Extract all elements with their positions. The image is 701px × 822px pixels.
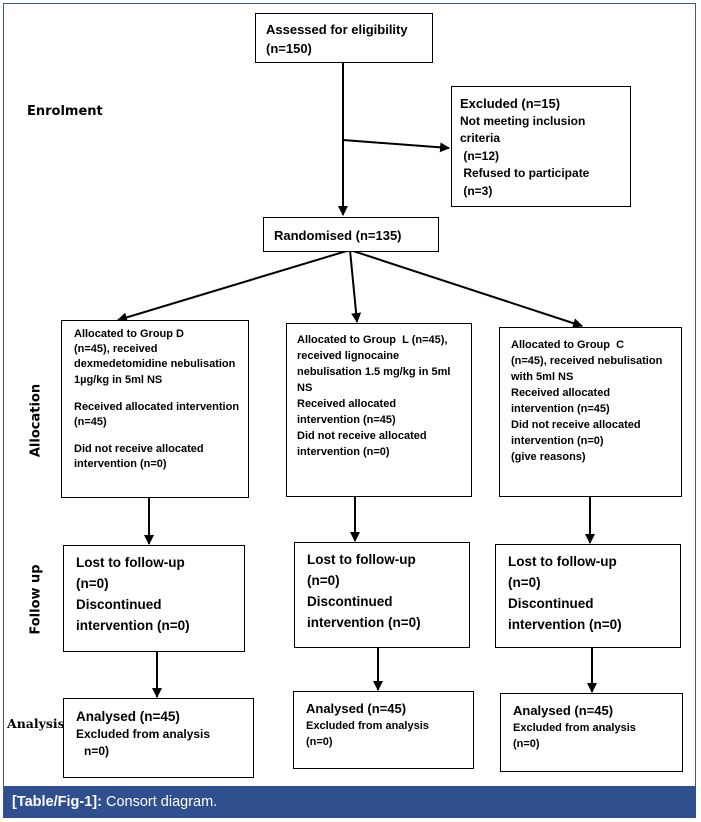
arrow-to-group-l bbox=[349, 249, 362, 323]
group-c-excluded-label: Excluded from analysis bbox=[513, 722, 636, 734]
group-d-alloc-spacer-1 bbox=[74, 388, 236, 400]
group-l-alloc-line-2: received lignocaine bbox=[297, 350, 400, 362]
group-d-alloc-line-1: Allocated to Group D bbox=[74, 328, 184, 340]
group-d-lost-count: (n=0) bbox=[76, 576, 109, 591]
group-d-alloc-line-2: (n=45), received bbox=[74, 343, 158, 356]
group-c-lost-label: Lost to follow-up bbox=[508, 554, 617, 569]
group-c-alloc-line-3: with 5ml NS bbox=[511, 371, 574, 383]
followup-box-group-d: Lost to follow-up (n=0) Discontinued int… bbox=[63, 545, 245, 652]
group-d-analysed-label: Analysed (n=45) bbox=[76, 709, 180, 724]
group-c-alloc-line-7: intervention (n=0) bbox=[511, 435, 604, 447]
caption-label: [Table/Fig-1]: bbox=[12, 794, 102, 810]
group-c-alloc-line-5: intervention (n=45) bbox=[511, 403, 610, 415]
stage-label-analysis: Analysis bbox=[7, 716, 65, 731]
group-d-alloc-line-9: Did not receive allocated bbox=[74, 443, 204, 456]
group-l-alloc-line-8: intervention (n=0) bbox=[297, 446, 390, 458]
group-c-lost-count: (n=0) bbox=[508, 575, 541, 590]
group-l-alloc-line-3: nebulisation 1.5 mg/kg in 5ml bbox=[297, 366, 451, 378]
allocation-box-group-d: Allocated to Group D (n=45), received de… bbox=[61, 320, 249, 498]
group-d-alloc-line-10: intervention (n=0) bbox=[74, 458, 167, 471]
group-l-excluded-count: (n=0) bbox=[306, 736, 333, 748]
arrow-to-group-c bbox=[349, 249, 583, 328]
group-l-excluded-label: Excluded from analysis bbox=[306, 720, 429, 732]
group-d-lost-label: Lost to follow-up bbox=[76, 555, 185, 570]
excluded-line-3: (n=12) bbox=[460, 148, 500, 163]
arrow-to-group-d bbox=[117, 249, 351, 323]
group-d-alloc-spacer-2 bbox=[74, 430, 236, 442]
group-d-discontinued-label: Discontinued bbox=[76, 597, 162, 612]
assessed-count: (n=150) bbox=[266, 41, 312, 56]
randomised-box: Randomised (n=135) bbox=[263, 217, 439, 252]
group-d-excluded-label: Excluded from analysis bbox=[76, 727, 211, 741]
group-l-analysed-label: Analysed (n=45) bbox=[306, 701, 407, 716]
group-c-alloc-line-8: (give reasons) bbox=[511, 451, 586, 463]
excluded-line-2: criteria bbox=[460, 131, 501, 145]
allocation-box-group-c: Allocated to Group C (n=45), received ne… bbox=[499, 327, 682, 497]
group-c-alloc-line-1: Allocated to Group C bbox=[511, 339, 625, 351]
group-l-lost-count: (n=0) bbox=[307, 573, 340, 588]
followup-box-group-l: Lost to follow-up (n=0) Discontinued int… bbox=[294, 542, 470, 648]
stage-label-allocation: Allocation bbox=[28, 383, 44, 458]
excluded-line-5: (n=3) bbox=[460, 183, 493, 198]
assessed-box: Assessed for eligibility (n=150) bbox=[255, 13, 433, 63]
group-l-alloc-line-5: Received allocated bbox=[297, 398, 397, 410]
group-d-alloc-line-7: (n=45) bbox=[74, 416, 107, 429]
randomised-label: Randomised (n=135) bbox=[274, 228, 402, 243]
group-c-excluded-count: (n=0) bbox=[513, 738, 540, 750]
group-d-alloc-line-6: Received allocated intervention bbox=[74, 400, 240, 413]
group-c-discontinued-label: Discontinued bbox=[508, 596, 594, 611]
group-c-alloc-line-6: Did not receive allocated bbox=[511, 419, 641, 431]
stage-label-follow-up: Follow up bbox=[28, 564, 44, 635]
stage-label-enrolment: Enrolment bbox=[27, 104, 103, 119]
group-l-alloc-line-4: NS bbox=[297, 382, 313, 394]
group-c-alloc-line-4: Received allocated bbox=[511, 387, 611, 399]
excluded-title: Excluded (n=15) bbox=[460, 96, 561, 111]
group-c-discontinued-count: intervention (n=0) bbox=[508, 617, 622, 632]
analysis-box-group-d: Analysed (n=45) Excluded from analysis n… bbox=[63, 698, 254, 778]
group-d-excluded-count: n=0) bbox=[84, 744, 110, 758]
group-d-discontinued-count: intervention (n=0) bbox=[76, 618, 190, 633]
allocation-box-group-l: Allocated to Group L (n=45), received li… bbox=[286, 323, 472, 497]
analysis-box-group-c: Analysed (n=45) Excluded from analysis (… bbox=[500, 693, 683, 772]
group-l-alloc-line-6: intervention (n=45) bbox=[297, 414, 396, 426]
group-l-alloc-line-1: Allocated to Group L (n=45), bbox=[297, 334, 448, 346]
followup-box-group-c: Lost to follow-up (n=0) Discontinued int… bbox=[495, 544, 681, 648]
group-l-alloc-line-7: Did not receive allocated bbox=[297, 430, 427, 442]
group-l-discontinued-label: Discontinued bbox=[307, 594, 393, 609]
caption-text: Consort diagram. bbox=[101, 794, 218, 810]
analysis-box-group-l: Analysed (n=45) Excluded from analysis (… bbox=[293, 691, 474, 769]
group-l-lost-label: Lost to follow-up bbox=[307, 552, 416, 567]
assessed-title: Assessed for eligibility bbox=[266, 22, 408, 37]
arrow-to-excluded bbox=[342, 139, 450, 153]
excluded-line-4: Refused to participate bbox=[460, 166, 590, 180]
group-d-alloc-line-3: dexmedetomidine nebulisation bbox=[74, 358, 236, 371]
excluded-box: Excluded (n=15) Not meeting inclusion cr… bbox=[451, 86, 631, 207]
excluded-line-1: Not meeting inclusion bbox=[460, 113, 586, 128]
figure-caption: [Table/Fig-1]: Consort diagram. bbox=[4, 786, 696, 818]
group-c-alloc-line-2: (n=45), received nebulisation bbox=[511, 355, 663, 367]
group-d-alloc-line-4: 1µg/kg in 5ml NS bbox=[74, 373, 163, 386]
group-c-analysed-label: Analysed (n=45) bbox=[513, 703, 614, 718]
group-l-discontinued-count: intervention (n=0) bbox=[307, 615, 421, 630]
